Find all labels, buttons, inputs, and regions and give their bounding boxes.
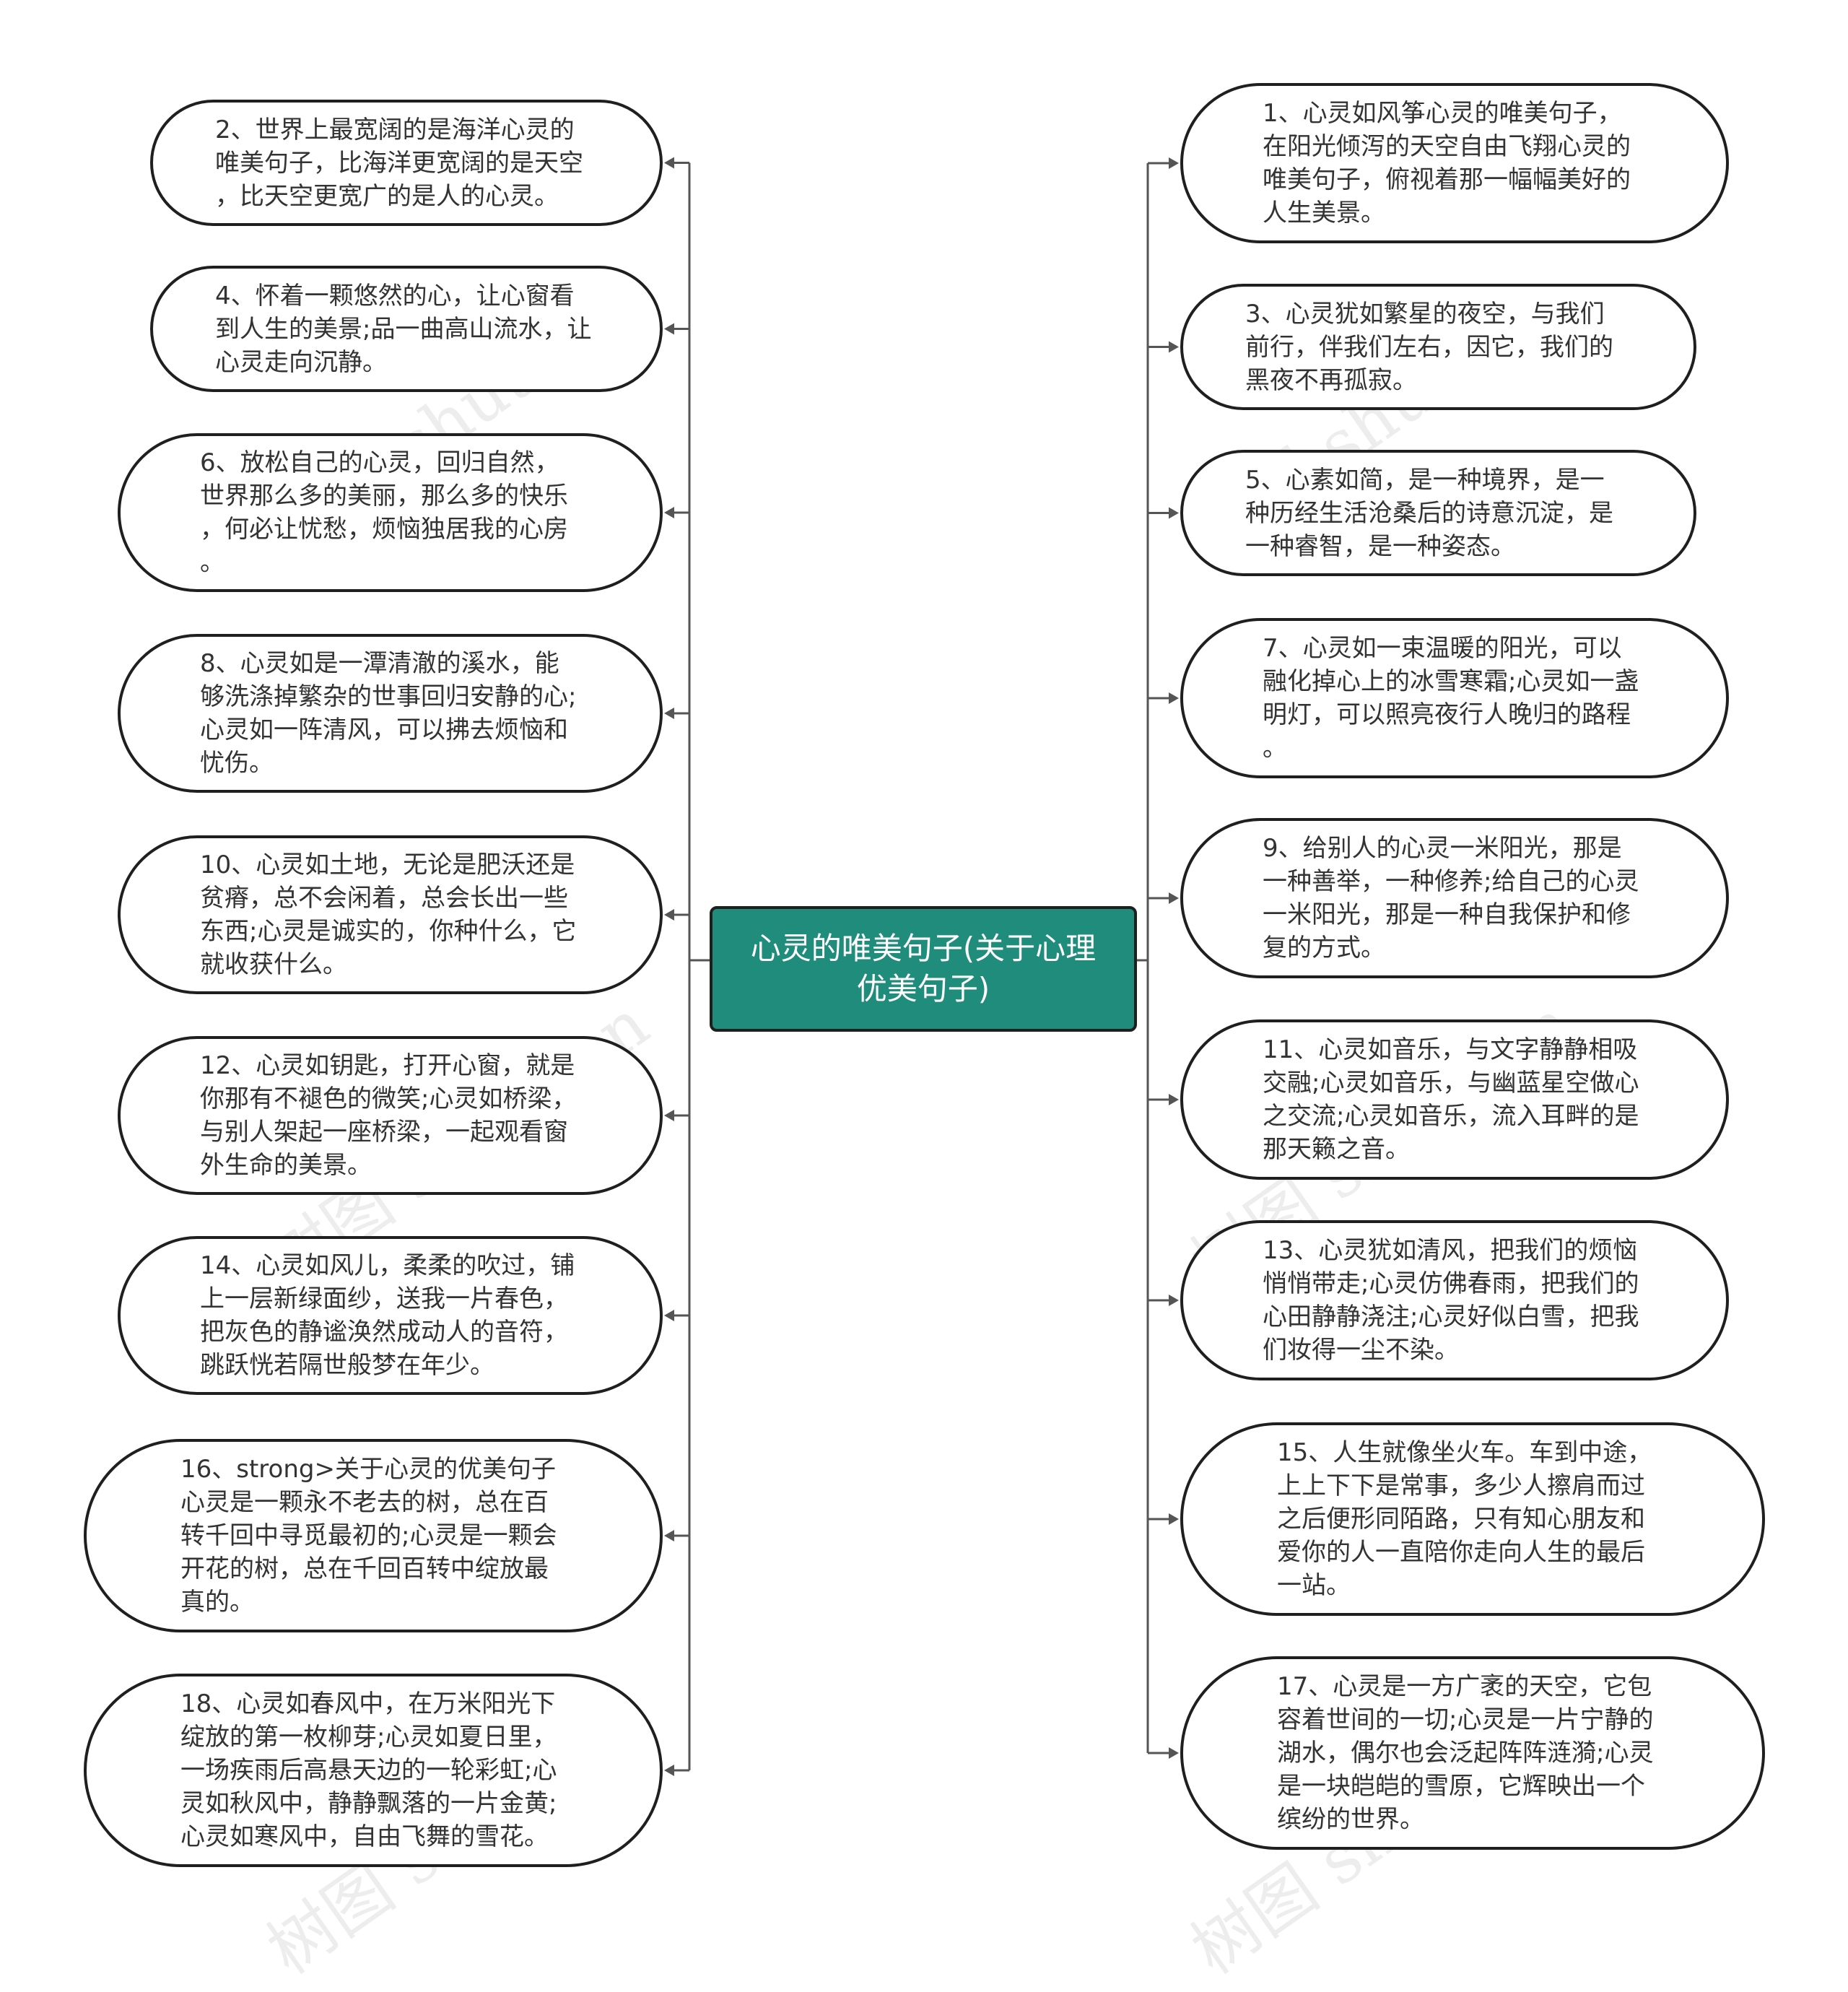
left-branch-node[interactable]: 12、心灵如钥匙，打开心窗，就是 你那有不褪色的微笑;心灵如桥梁， 与别人架起一…: [118, 1036, 663, 1195]
right-branch-node[interactable]: 7、心灵如一束温暖的阳光，可以 融化掉心上的冰雪寒霜;心灵如一盏 明灯，可以照亮…: [1180, 618, 1729, 778]
left-branch-node[interactable]: 18、心灵如春风中，在万米阳光下 绽放的第一枚柳芽;心灵如夏日里， 一场疾雨后高…: [84, 1674, 663, 1867]
left-branch-text: 12、心灵如钥匙，打开心窗，就是 你那有不褪色的微笑;心灵如桥梁， 与别人架起一…: [200, 1051, 577, 1180]
left-branch-text: 8、心灵如是一潭清澈的溪水，能 够洗涤掉繁杂的世事回归安静的心; 心灵如一阵清风…: [200, 649, 577, 778]
right-branch-text: 1、心灵如风筝心灵的唯美句子， 在阳光倾泻的天空自由飞翔心灵的 唯美句子，俯视着…: [1263, 99, 1631, 227]
left-branch-text: 2、世界上最宽阔的是海洋心灵的 唯美句子，比海洋更宽阔的是天空 ，比天空更宽广的…: [215, 115, 583, 211]
right-branch-text: 5、心素如简，是一种境界，是一 种历经生活沧桑后的诗意沉淀，是 一种睿智，是一种…: [1245, 465, 1613, 561]
left-arrowhead: [664, 1310, 674, 1321]
left-branch-text: 10、心灵如土地，无论是肥沃还是 贫瘠，总不会闲着，总会长出一些 东西;心灵是诚…: [200, 851, 577, 979]
left-branch-text: 16、strong>关于心灵的优美句子 心灵是一颗永不老去的树，总在百 转千回中…: [180, 1455, 557, 1617]
left-arrowhead: [664, 157, 674, 169]
left-arrowhead: [664, 1765, 674, 1776]
right-arrowhead: [1169, 1094, 1179, 1105]
left-branch-text: 14、心灵如风儿，柔柔的吹过，铺 上一层新绿面纱，送我一片春色， 把灰色的静谧涣…: [200, 1251, 575, 1380]
right-branch-text: 7、心灵如一束温暖的阳光，可以 融化掉心上的冰雪寒霜;心灵如一盏 明灯，可以照亮…: [1263, 634, 1639, 762]
right-branch-text: 11、心灵如音乐，与文字静静相吸 交融;心灵如音乐，与幽蓝星空做心 之交流;心灵…: [1263, 1035, 1639, 1164]
right-branch-node[interactable]: 1、心灵如风筝心灵的唯美句子， 在阳光倾泻的天空自由飞翔心灵的 唯美句子，俯视着…: [1180, 83, 1729, 243]
left-branch-text: 18、心灵如春风中，在万米阳光下 绽放的第一枚柳芽;心灵如夏日里， 一场疾雨后高…: [180, 1689, 557, 1851]
left-arrowhead: [664, 1110, 674, 1121]
root-topic[interactable]: 心灵的唯美句子(关于心理 优美句子): [710, 906, 1137, 1032]
left-branch-node[interactable]: 14、心灵如风儿，柔柔的吹过，铺 上一层新绿面纱，送我一片春色， 把灰色的静谧涣…: [118, 1236, 663, 1395]
right-branch-text: 13、心灵犹如清风，把我们的烦恼 悄悄带走;心灵仿佛春雨，把我们的 心田静静浇注…: [1263, 1236, 1639, 1365]
left-arrowhead: [664, 909, 674, 921]
left-arrowhead: [664, 708, 674, 719]
right-branch-node[interactable]: 15、人生就像坐火车。车到中途， 上上下下是常事，多少人擦肩而过 之后便形同陌路…: [1180, 1422, 1765, 1616]
right-branch-text: 15、人生就像坐火车。车到中途， 上上下下是常事，多少人擦肩而过 之后便形同陌路…: [1277, 1438, 1652, 1600]
right-arrowhead: [1169, 892, 1179, 904]
left-branch-node[interactable]: 10、心灵如土地，无论是肥沃还是 贫瘠，总不会闲着，总会长出一些 东西;心灵是诚…: [118, 835, 663, 994]
right-arrowhead: [1169, 1513, 1179, 1525]
right-branch-node[interactable]: 5、心素如简，是一种境界，是一 种历经生活沧桑后的诗意沉淀，是 一种睿智，是一种…: [1180, 450, 1696, 576]
left-arrowhead: [664, 323, 674, 335]
right-branch-node[interactable]: 9、给别人的心灵一米阳光，那是 一种善举，一种修养;给自己的心灵 一米阳光，那是…: [1180, 818, 1729, 978]
right-arrowhead: [1169, 1747, 1179, 1759]
left-branch-text: 6、放松自己的心灵，回归自然， 世界那么多的美丽，那么多的快乐 ，何必让忧愁，烦…: [200, 448, 568, 577]
right-arrowhead: [1169, 1295, 1179, 1306]
left-branch-node[interactable]: 2、世界上最宽阔的是海洋心灵的 唯美句子，比海洋更宽阔的是天空 ，比天空更宽广的…: [150, 100, 663, 226]
left-branch-node[interactable]: 6、放松自己的心灵，回归自然， 世界那么多的美丽，那么多的快乐 ，何必让忧愁，烦…: [118, 433, 663, 592]
right-arrowhead: [1169, 692, 1179, 704]
left-arrowhead: [664, 507, 674, 518]
right-branch-node[interactable]: 11、心灵如音乐，与文字静静相吸 交融;心灵如音乐，与幽蓝星空做心 之交流;心灵…: [1180, 1019, 1729, 1180]
left-branch-node[interactable]: 16、strong>关于心灵的优美句子 心灵是一颗永不老去的树，总在百 转千回中…: [84, 1439, 663, 1632]
root-title: 心灵的唯美句子(关于心理 优美句子): [750, 931, 1097, 1006]
right-branch-text: 17、心灵是一方广袤的天空，它包 容着世间的一切;心灵是一片宁静的 湖水，偶尔也…: [1277, 1672, 1654, 1834]
connector-lines: [664, 157, 1179, 1776]
right-branch-node[interactable]: 3、心灵犹如繁星的夜空，与我们 前行，伴我们左右，因它，我们的 黑夜不再孤寂。: [1180, 284, 1696, 410]
left-branch-node[interactable]: 4、怀着一颗悠然的心，让心窗看 到人生的美景;品一曲高山流水，让 心灵走向沉静。: [150, 266, 663, 392]
right-arrowhead: [1169, 341, 1179, 353]
right-branch-node[interactable]: 17、心灵是一方广袤的天空，它包 容着世间的一切;心灵是一片宁静的 湖水，偶尔也…: [1180, 1656, 1765, 1850]
right-branch-node[interactable]: 13、心灵犹如清风，把我们的烦恼 悄悄带走;心灵仿佛春雨，把我们的 心田静静浇注…: [1180, 1220, 1729, 1380]
left-arrowhead: [664, 1530, 674, 1541]
right-arrowhead: [1169, 507, 1179, 519]
left-branch-node[interactable]: 8、心灵如是一潭清澈的溪水，能 够洗涤掉繁杂的世事回归安静的心; 心灵如一阵清风…: [118, 634, 663, 793]
right-branch-text: 9、给别人的心灵一米阳光，那是 一种善举，一种修养;给自己的心灵 一米阳光，那是…: [1263, 834, 1639, 962]
right-branch-text: 3、心灵犹如繁星的夜空，与我们 前行，伴我们左右，因它，我们的 黑夜不再孤寂。: [1245, 299, 1613, 395]
left-branch-text: 4、怀着一颗悠然的心，让心窗看 到人生的美景;品一曲高山流水，让 心灵走向沉静。: [215, 281, 592, 377]
right-arrowhead: [1169, 157, 1179, 169]
